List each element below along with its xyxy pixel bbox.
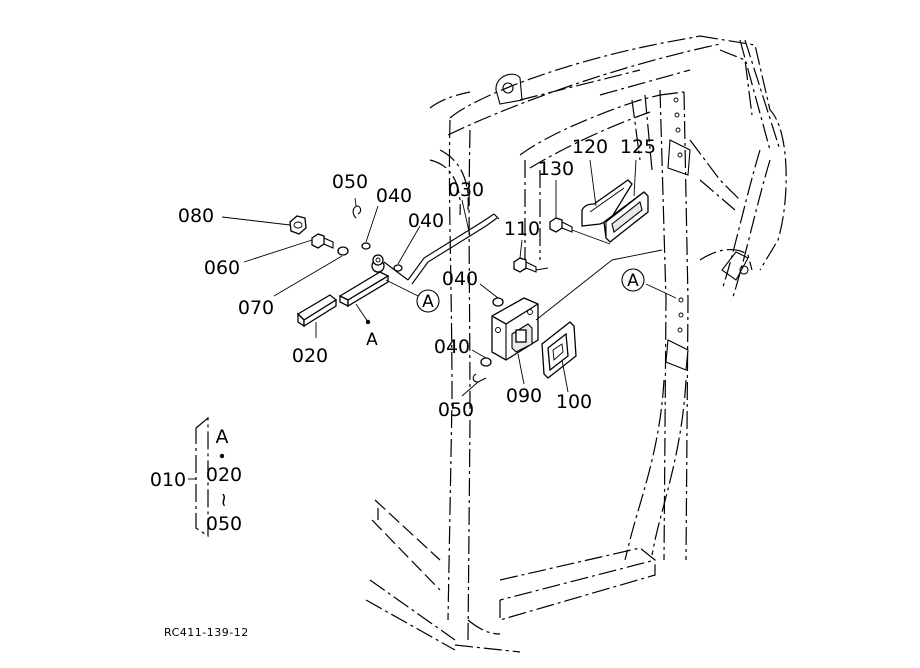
label-110: 110 bbox=[504, 218, 540, 240]
label-030: 030 bbox=[448, 179, 484, 201]
kit-number: 010 bbox=[150, 469, 186, 491]
label-125: 125 bbox=[620, 136, 656, 158]
kit-from: 020 bbox=[206, 464, 242, 486]
ref-mark-right-text: A bbox=[627, 271, 639, 291]
part-090-latch bbox=[491, 297, 539, 361]
kit-to: 050 bbox=[206, 513, 242, 535]
part-020-block bbox=[296, 294, 338, 328]
part-130-bolt bbox=[549, 217, 573, 233]
door-post-rivets bbox=[673, 97, 684, 333]
part-125-frame bbox=[603, 191, 649, 243]
label-040-mid: 040 bbox=[442, 268, 478, 290]
kit-dot bbox=[219, 453, 225, 459]
kit-bracket: 010 A 020 ~ 050 bbox=[150, 416, 242, 538]
label-090: 090 bbox=[506, 385, 542, 407]
pointer-mark: A bbox=[366, 330, 378, 350]
label-130: 130 bbox=[538, 158, 574, 180]
part-070-washer bbox=[337, 246, 349, 256]
part-050-clip-lower bbox=[472, 373, 487, 383]
label-020: 020 bbox=[292, 345, 328, 367]
kit-top-mark: A bbox=[216, 426, 229, 448]
label-050-low: 050 bbox=[438, 399, 474, 421]
label-070: 070 bbox=[238, 297, 274, 319]
kit-sep: ~ bbox=[213, 492, 235, 508]
label-040-top-b: 040 bbox=[408, 210, 444, 232]
ref-mark-left: A bbox=[416, 289, 440, 313]
ref-mark-left-text: A bbox=[422, 292, 434, 312]
part-040-washer-a bbox=[361, 242, 371, 250]
part-040-washer-d bbox=[480, 357, 492, 367]
label-040-low: 040 bbox=[434, 336, 470, 358]
label-120: 120 bbox=[572, 136, 608, 158]
label-060: 060 bbox=[204, 257, 240, 279]
parts bbox=[289, 179, 649, 383]
part-100-cover bbox=[541, 321, 577, 379]
label-100: 100 bbox=[556, 391, 592, 413]
part-030-rod bbox=[383, 213, 500, 285]
part-050-clip-top bbox=[352, 205, 362, 219]
part-060-bolt bbox=[311, 233, 334, 249]
part-080-nut bbox=[289, 215, 307, 235]
cab-frame bbox=[365, 35, 787, 653]
label-050-top: 050 bbox=[332, 171, 368, 193]
part-040-washer-c bbox=[492, 297, 504, 307]
drawing-code: RC411-139-12 bbox=[164, 626, 249, 639]
part-lever-arm bbox=[338, 254, 390, 308]
leader-lines bbox=[221, 159, 677, 397]
label-040-top-a: 040 bbox=[376, 185, 412, 207]
label-080: 080 bbox=[178, 205, 214, 227]
part-labels: 080 060 070 020 050 040 040 030 110 040 … bbox=[178, 136, 656, 421]
part-040-washer-b bbox=[393, 264, 403, 272]
ref-mark-right: A bbox=[621, 268, 645, 292]
pointer-dot bbox=[365, 319, 371, 325]
